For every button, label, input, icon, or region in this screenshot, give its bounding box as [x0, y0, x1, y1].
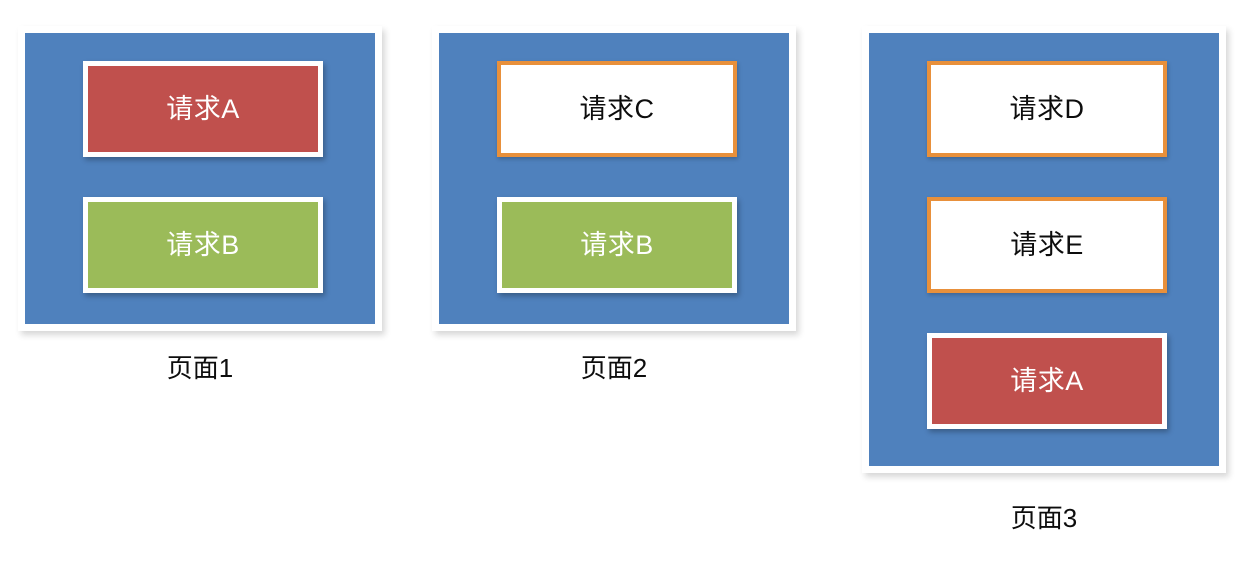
request-label: 请求C: [579, 93, 655, 124]
request-box-fill: 请求A: [932, 338, 1162, 424]
request-label: 请求B: [580, 229, 654, 260]
request-box-a-page3[interactable]: 请求A: [927, 333, 1167, 429]
page-caption-3: 页面3: [1010, 503, 1078, 533]
page-panel-1: 请求A 请求B: [18, 26, 382, 331]
page-panel-3: 请求D 请求E 请求A: [862, 26, 1226, 473]
page-caption-2: 页面2: [580, 353, 648, 383]
page-panel-3-body: 请求D 请求E 请求A: [869, 33, 1219, 466]
page-panel-1-body: 请求A 请求B: [25, 33, 375, 324]
page-panel-2: 请求C 请求B: [432, 26, 796, 331]
request-box-fill: 请求B: [88, 202, 318, 288]
request-label: 请求D: [1009, 93, 1085, 124]
request-box-c-page2[interactable]: 请求C: [497, 61, 737, 157]
request-box-fill: 请求A: [88, 66, 318, 152]
request-box-a-page1[interactable]: 请求A: [83, 61, 323, 157]
request-box-b-page2[interactable]: 请求B: [497, 197, 737, 293]
request-label: 请求B: [166, 229, 240, 260]
request-label: 请求E: [1010, 229, 1084, 260]
request-box-b-page1[interactable]: 请求B: [83, 197, 323, 293]
request-label: 请求A: [1010, 365, 1084, 396]
request-box-e-page3[interactable]: 请求E: [927, 197, 1167, 293]
request-box-fill: 请求B: [502, 202, 732, 288]
page-panel-2-body: 请求C 请求B: [439, 33, 789, 324]
request-box-d-page3[interactable]: 请求D: [927, 61, 1167, 157]
page-caption-1: 页面1: [166, 353, 234, 383]
request-label: 请求A: [166, 93, 240, 124]
